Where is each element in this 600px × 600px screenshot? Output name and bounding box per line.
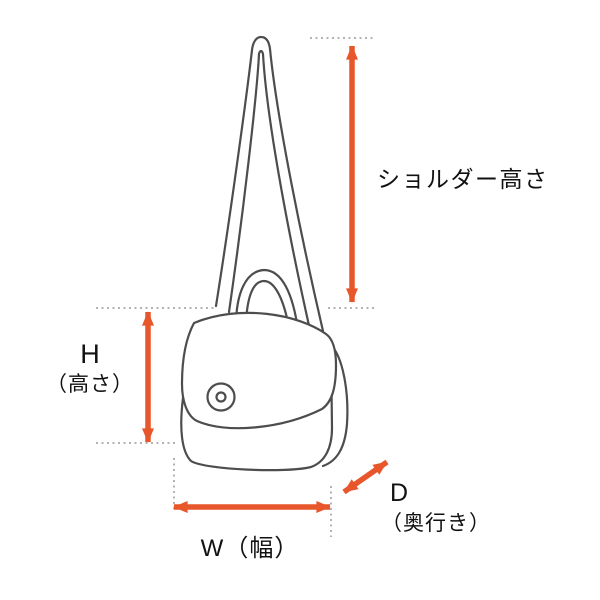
strap-outline: [214, 35, 325, 333]
bag-flap: [180, 311, 338, 430]
bag-line-drawing: [180, 35, 349, 472]
depth-label: D （奥行き）: [381, 478, 491, 538]
shoulder-height-label: ショルダー高さ: [377, 166, 549, 192]
handle-inner-line: [244, 279, 291, 330]
bag-side-gusset: [321, 342, 349, 468]
height-letter: H: [80, 339, 100, 369]
depth-letter: D: [390, 479, 409, 507]
strap-inner-line: [227, 49, 312, 332]
clasp-inner-circle: [215, 391, 227, 403]
height-name: （高さ）: [46, 373, 134, 396]
width-label: W（幅）: [200, 535, 300, 562]
depth-name: （奥行き）: [381, 512, 491, 535]
clasp-outer-circle: [206, 382, 236, 412]
height-label: H （高さ）: [28, 338, 152, 400]
handle-outline: [234, 268, 300, 332]
depth-arrow: [342, 459, 389, 495]
